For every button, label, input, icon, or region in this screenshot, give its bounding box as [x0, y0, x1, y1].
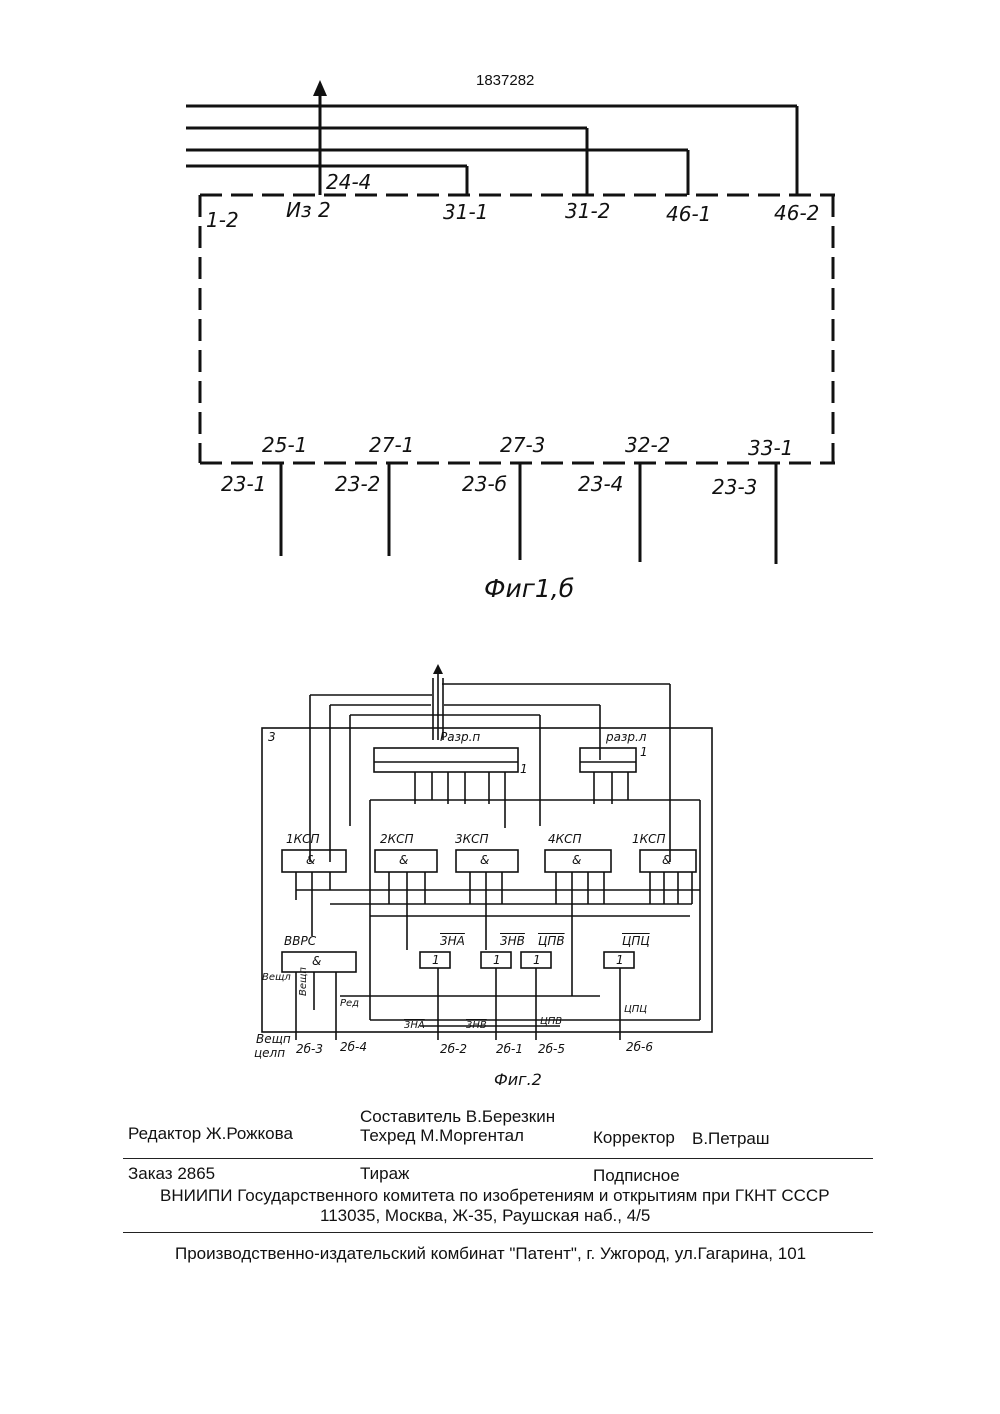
divider	[123, 1232, 873, 1233]
fig1b-diagram	[0, 0, 1000, 640]
fig1b-bus-label-bottom: 23-2	[335, 472, 380, 496]
fig1b-block-label: 1-2	[206, 208, 239, 232]
order-number: Заказ 2865	[128, 1164, 215, 1184]
side-label: Ред	[340, 998, 359, 1009]
address-line: 113035, Москва, Ж-35, Раушская наб., 4/5	[320, 1206, 650, 1226]
fig1b-bus-label-bottom: 23-б	[462, 472, 507, 496]
fig2-diagram	[0, 640, 1000, 1100]
not-gate-label: ЦПЦ	[622, 934, 650, 948]
and-gate-label: 3КСП	[455, 832, 489, 846]
not-symbol: 1	[493, 953, 501, 967]
bus-label: 3НА	[404, 1020, 425, 1031]
register-label: Разр.п	[440, 730, 480, 744]
register-label: разр.л	[606, 730, 646, 744]
bus-label: ЦПВ	[540, 1016, 562, 1027]
fig1b-bus-label-bottom: 23-1	[221, 472, 266, 496]
register-bit-label: 1	[640, 745, 648, 759]
editor: Редактор Ж.Рожкова	[128, 1124, 293, 1144]
and-symbol: &	[480, 853, 489, 867]
vniipi-line: ВНИИПИ Государственного комитета по изоб…	[160, 1186, 830, 1206]
fig1b-bus-label-bottom: 23-4	[578, 472, 623, 496]
and-gate-label: 4КСП	[548, 832, 582, 846]
subscription: Подписное	[593, 1166, 680, 1186]
fig1b-bottom-pin: 25-1	[262, 433, 307, 457]
register-razr-p	[374, 748, 518, 772]
input-label: 2б-1	[496, 1042, 523, 1056]
and-symbol: &	[312, 954, 321, 968]
and-gate-label: 1КСП	[286, 832, 320, 846]
fig1b-top-pin: 46-1	[666, 202, 711, 226]
print-run: Тираж	[360, 1164, 409, 1184]
input-label: 2б-3	[296, 1042, 323, 1056]
fig1b-block-outline	[200, 195, 835, 463]
not-gate-label: 3НА	[440, 934, 465, 948]
corrector-label: Корректор	[593, 1128, 675, 1148]
input-label: 2б-5	[538, 1042, 565, 1056]
not-symbol: 1	[533, 953, 541, 967]
techred: Техред М.Моргентал	[360, 1126, 524, 1146]
fig1b-top-pin: 31-2	[565, 199, 610, 223]
not-gate-label: 3НВ	[500, 934, 525, 948]
input-label: Вещп	[256, 1032, 291, 1046]
fig1b-bus-label-bottom: 23-3	[712, 475, 757, 499]
and-symbol: &	[399, 853, 408, 867]
input-label: 2б-6	[626, 1040, 653, 1054]
output-arrowhead	[313, 80, 327, 96]
not-gate-label: ЦПВ	[538, 934, 565, 948]
and-gate-label: 2КСП	[380, 832, 414, 846]
fig1b-bus-label: 24-4	[326, 170, 371, 194]
fig1b-bottom-pin: 27-3	[500, 433, 545, 457]
fig1b-bottom-pin: 33-1	[748, 436, 793, 460]
register-bit-label: 1	[520, 762, 528, 776]
fig2-output-arrowhead	[433, 664, 443, 674]
input-label: целп	[254, 1046, 285, 1060]
not-symbol: 1	[616, 953, 624, 967]
fig1b-bottom-pin: 32-2	[625, 433, 670, 457]
input-label: 2б-4	[340, 1040, 367, 1054]
fig2-block-label: 3	[268, 730, 276, 744]
side-label: Вещп	[298, 967, 309, 996]
fig1b-caption: Фиг1,б	[484, 574, 574, 603]
corrector-name: В.Петраш	[692, 1129, 770, 1149]
vvrs-label: ВВРС	[284, 934, 316, 948]
fig2-caption: Фиг.2	[494, 1070, 542, 1089]
and-symbol: &	[662, 853, 671, 867]
compiler: Составитель В.Березкин	[360, 1107, 555, 1127]
fig1b-top-pin: 46-2	[774, 201, 819, 225]
bus-label: 3НВ	[466, 1020, 487, 1031]
fig1b-top-pin: 31-1	[443, 200, 488, 224]
register-razr-l	[580, 748, 636, 772]
divider	[123, 1158, 873, 1159]
and-symbol: &	[306, 853, 315, 867]
and-symbol: &	[572, 853, 581, 867]
input-label: 2б-2	[440, 1042, 467, 1056]
bus-label: ЦПЦ	[624, 1004, 647, 1015]
side-label: Вещл	[262, 972, 291, 983]
publisher-line: Производственно-издательский комбинат "П…	[175, 1244, 806, 1264]
not-symbol: 1	[432, 953, 440, 967]
fig1b-top-pin: Из 2	[286, 198, 331, 222]
fig1b-bottom-pin: 27-1	[369, 433, 414, 457]
and-gate-label: 1КСП	[632, 832, 666, 846]
